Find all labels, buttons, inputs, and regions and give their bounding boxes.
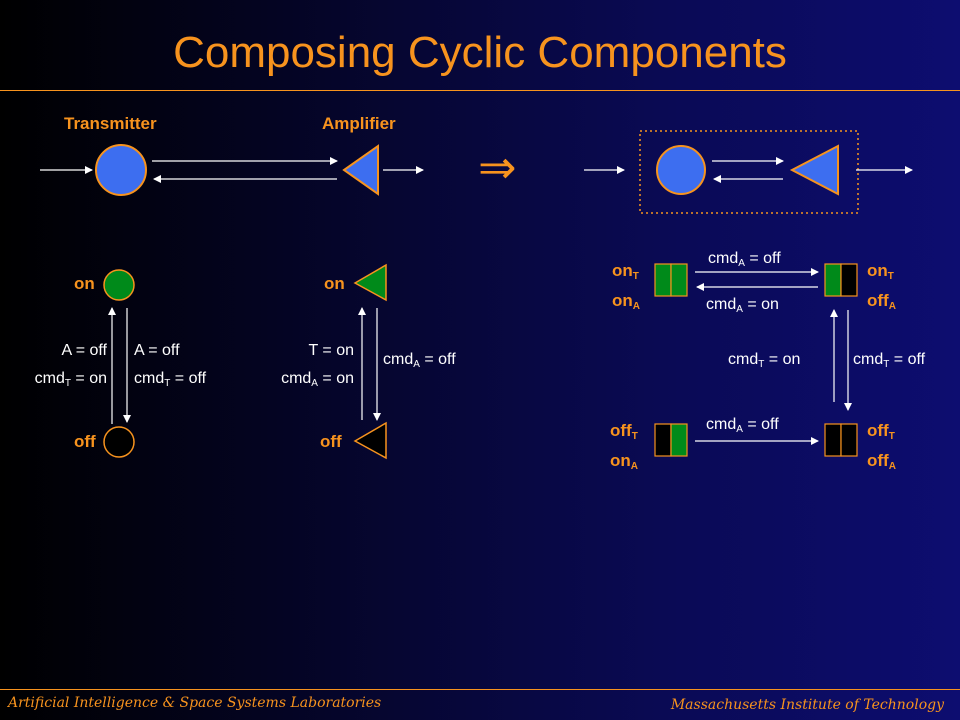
amplifier-left-transition-l2: cmdA = on bbox=[281, 370, 354, 389]
amplifier-on-label: on bbox=[324, 274, 345, 293]
composed-top-right-label: cmdA = off bbox=[708, 250, 781, 269]
state-onT-onA bbox=[654, 263, 688, 297]
implies-symbol: ⇒ bbox=[478, 141, 517, 193]
transmitter-left-transition-l2: cmdT = on bbox=[34, 370, 107, 389]
amplifier-right-transition: cmdA = off bbox=[383, 351, 456, 370]
transmitter-left-transition-l1: A = off bbox=[61, 342, 107, 359]
state-onT-offA bbox=[824, 263, 858, 297]
composed-amplifier-node bbox=[789, 144, 839, 196]
transmitter-node bbox=[95, 144, 147, 196]
transmitter-off-state bbox=[103, 426, 135, 458]
state-offT-offA bbox=[824, 423, 858, 457]
footer-left: Artificial Intelligence & Space Systems … bbox=[8, 695, 382, 711]
composed-top-left-label: cmdA = on bbox=[706, 296, 779, 315]
transmitter-off-label: off bbox=[74, 432, 96, 451]
composed-right-right-label: cmdT = off bbox=[853, 351, 926, 370]
composed-right-left-label: cmdT = on bbox=[728, 351, 801, 370]
transmitter-right-transition-l2: cmdT = off bbox=[134, 370, 207, 389]
state-onT-offA-label: onT offA bbox=[867, 261, 896, 312]
transmitter-right-transition-l1: A = off bbox=[134, 342, 180, 359]
amplifier-node bbox=[342, 144, 379, 196]
state-offT-offA-label: offT offA bbox=[867, 421, 896, 472]
composed-transmitter-node bbox=[656, 145, 706, 195]
amplifier-label: Amplifier bbox=[322, 114, 396, 133]
footer-right: Massachusetts Institute of Technology bbox=[670, 697, 944, 713]
title-divider bbox=[0, 90, 960, 91]
footer-divider bbox=[0, 689, 960, 690]
transmitter-on-state bbox=[103, 269, 135, 301]
page-title: Composing Cyclic Components bbox=[173, 28, 787, 77]
state-offT-onA-label: offT onA bbox=[610, 421, 639, 472]
composed-bottom-label: cmdA = off bbox=[706, 416, 779, 435]
amplifier-on-state bbox=[353, 263, 387, 302]
transmitter-on-label: on bbox=[74, 274, 95, 293]
state-onT-onA-label: onT onA bbox=[612, 261, 641, 312]
amplifier-off-label: off bbox=[320, 432, 342, 451]
amplifier-off-state bbox=[353, 421, 387, 460]
amplifier-left-transition-l1: T = on bbox=[308, 342, 354, 359]
transmitter-label: Transmitter bbox=[64, 114, 157, 133]
state-offT-onA bbox=[654, 423, 688, 457]
